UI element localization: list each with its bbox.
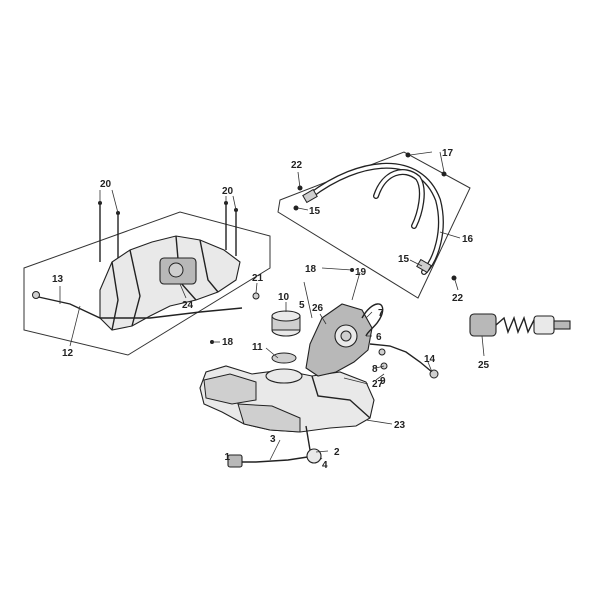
callout-3: 3	[270, 434, 276, 445]
callout-25: 25	[478, 360, 490, 371]
callout-13: 13	[52, 274, 64, 285]
outlet-hose	[230, 455, 315, 463]
callout-9: 9	[380, 376, 386, 387]
callout-12: 12	[62, 348, 74, 359]
valve-body	[469, 313, 497, 337]
callouts: 1 2 3 4 5 6 7 8 9 10 11 12 13 14 15 15 1…	[52, 148, 490, 471]
callout-17: 17	[442, 148, 454, 159]
callout-5: 5	[299, 300, 305, 311]
gasket-ring	[271, 352, 297, 364]
connecting-rod	[33, 295, 243, 319]
callout-7: 7	[378, 308, 384, 319]
callout-20a: 20	[100, 179, 112, 190]
bracket-frame	[23, 211, 271, 356]
callout-16: 16	[462, 234, 474, 245]
bracket-assembly-group	[23, 201, 271, 356]
callout-14: 14	[424, 354, 436, 365]
callout-21: 21	[252, 273, 264, 284]
callout-15b: 15	[398, 254, 410, 265]
hose-assembly-group	[277, 151, 471, 299]
callout-24: 24	[182, 300, 194, 311]
callout-19: 19	[355, 267, 367, 278]
callout-20b: 20	[222, 186, 234, 197]
callout-27: 27	[372, 379, 384, 390]
leader-lines	[59, 151, 485, 463]
callout-15a: 15	[309, 206, 321, 217]
tank-assembly-group	[199, 268, 439, 468]
callout-26: 26	[312, 303, 324, 314]
callout-23: 23	[394, 420, 406, 431]
hose-frame	[277, 151, 471, 299]
callout-22a: 22	[291, 160, 303, 171]
callout-10: 10	[278, 292, 290, 303]
valve-assembly-group	[469, 313, 571, 337]
callout-8: 8	[372, 364, 378, 375]
callout-22b: 22	[452, 293, 464, 304]
callout-11: 11	[252, 342, 263, 353]
callout-4: 4	[322, 460, 328, 471]
callout-18a: 18	[305, 264, 317, 275]
callout-18b: 18	[222, 337, 234, 348]
fuel-line	[369, 343, 433, 373]
callout-2: 2	[334, 447, 340, 458]
callout-6: 6	[376, 332, 382, 343]
callout-1: 1	[224, 452, 230, 463]
